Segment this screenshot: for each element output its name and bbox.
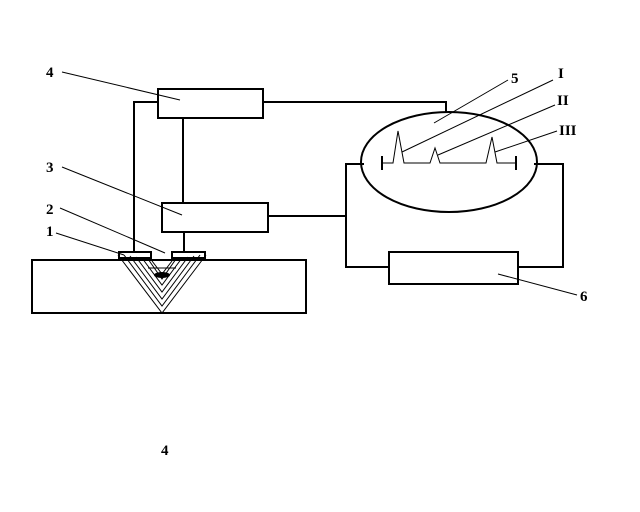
label-1: 1 [46,224,54,240]
workpiece [31,259,307,314]
label-2: 2 [46,202,54,218]
oscilloscope-screen-5 [360,111,538,213]
label-4: 4 [46,65,54,81]
leader-lines [55,71,578,296]
wiring [133,101,564,268]
figure-caption: 4 [161,443,169,459]
label-I: I [558,66,564,82]
block-4 [157,88,264,119]
transducer-2 [171,251,206,259]
block-3 [161,202,269,233]
block-6 [388,251,519,285]
label-5: 5 [511,71,519,87]
label-3: 3 [46,160,54,176]
label-6: 6 [580,289,588,305]
label-II: II [557,93,569,109]
label-III: III [559,123,577,139]
weld-groove [117,254,207,314]
